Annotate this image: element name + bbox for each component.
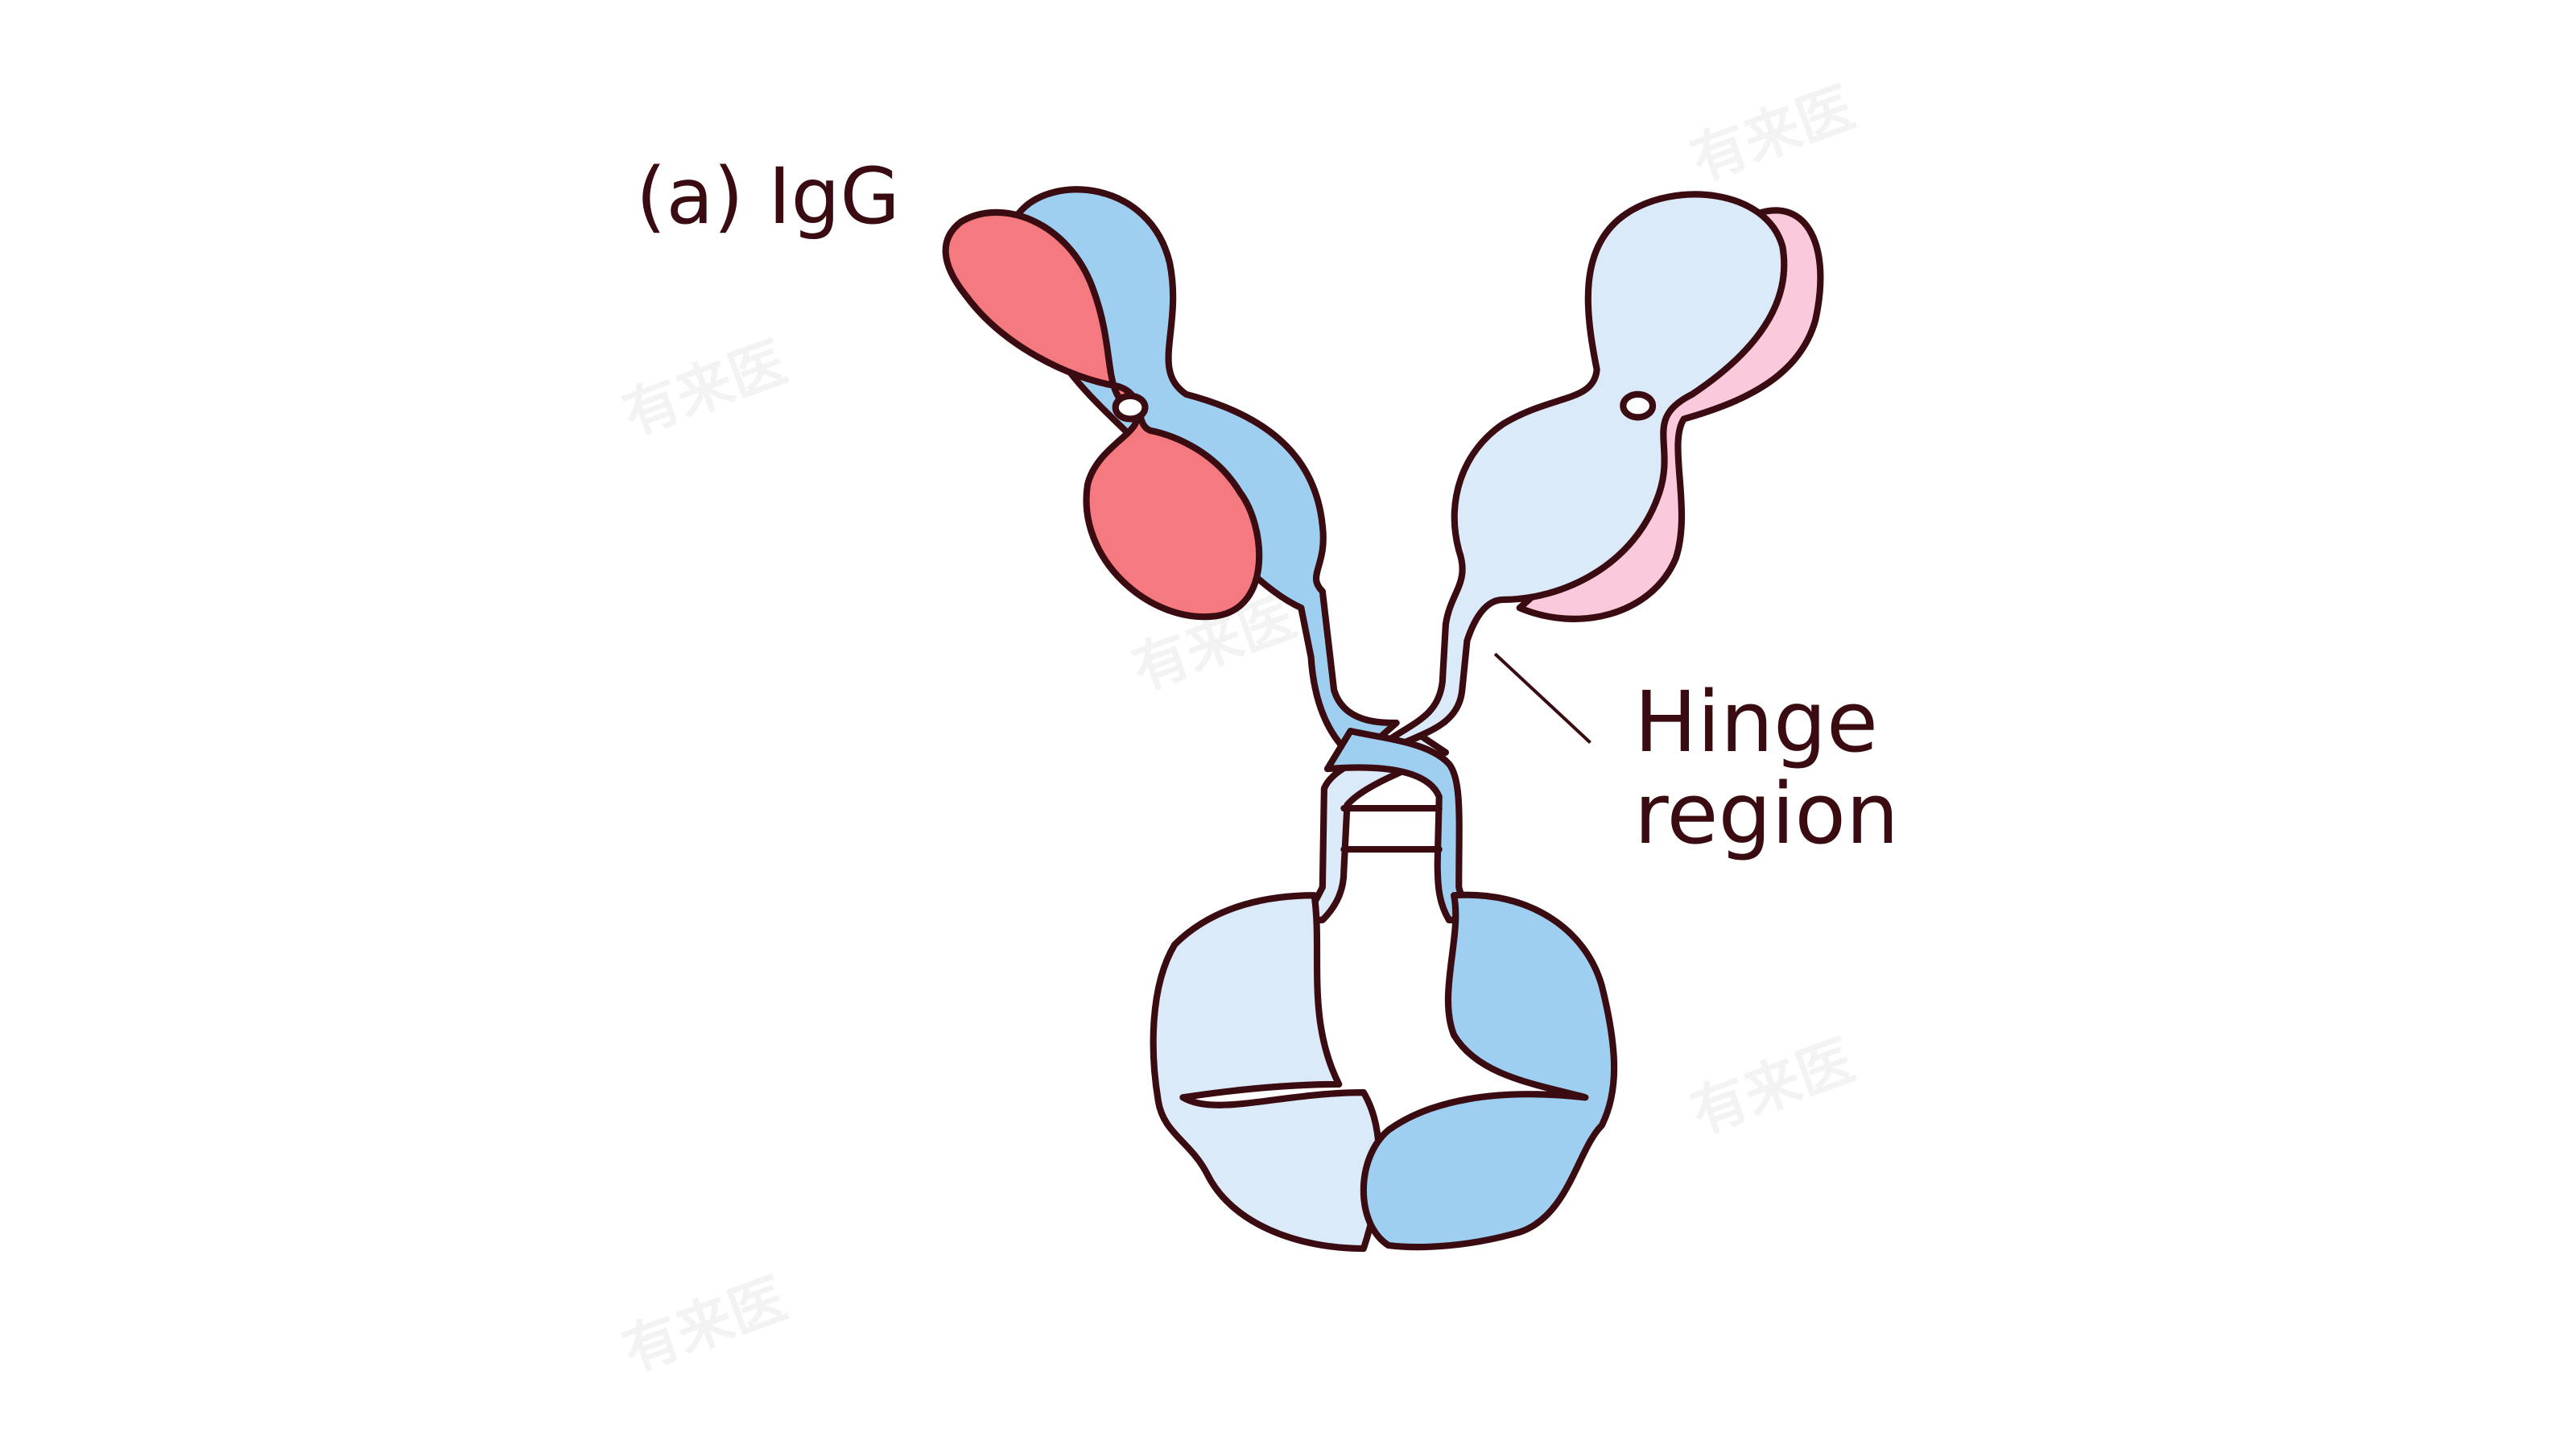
watermark: 有来医: [615, 330, 795, 448]
right-heavy-chain-fab: [1360, 191, 1788, 762]
fc-right-domain: [1360, 891, 1618, 1251]
hinge-pointer-line: [1493, 652, 1591, 744]
right-hole: [1620, 390, 1657, 421]
figure-title: (a) IgG: [636, 151, 900, 242]
hinge-label-line2: region: [1634, 765, 1899, 864]
watermark: 有来医: [1683, 76, 1863, 193]
hinge-region-label: Hinge region: [1634, 676, 1899, 861]
hinge-strand-left-to-right: [1323, 728, 1491, 923]
left-hole: [1112, 392, 1149, 423]
watermark: 有来医: [615, 1267, 795, 1385]
watermark: 有来医: [1683, 1029, 1863, 1146]
fc-left-domain: [1150, 892, 1383, 1253]
left-light-chain: [942, 208, 1263, 621]
hinge-label-line1: Hinge: [1634, 673, 1879, 771]
